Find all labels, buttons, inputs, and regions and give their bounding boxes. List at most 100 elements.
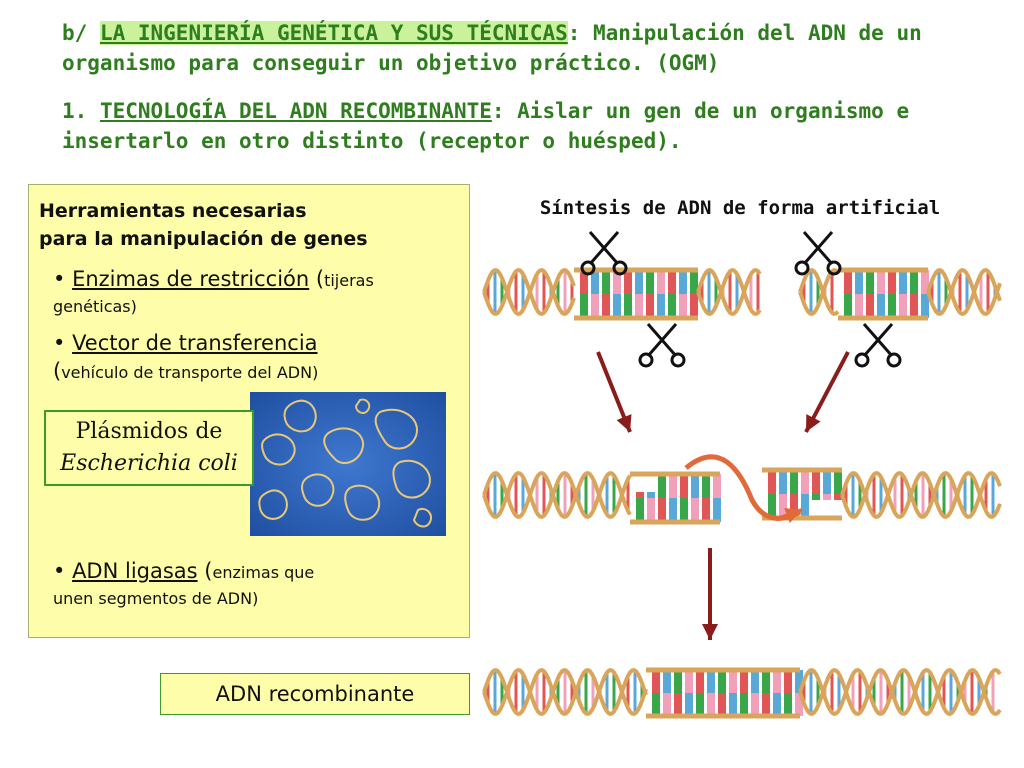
base [888, 294, 896, 318]
scissors-icon [854, 323, 902, 368]
tool-paren: ( [197, 559, 213, 583]
tools-title-line2: para la manipulación de genes [39, 228, 368, 250]
subheading-text: : Aislar un gen de un organismo e insert… [62, 99, 910, 153]
base [784, 670, 792, 693]
vector-dna-segment [838, 267, 929, 321]
backbone [798, 267, 840, 317]
base [613, 270, 621, 294]
base [674, 670, 682, 693]
base [740, 693, 748, 716]
base [866, 270, 874, 294]
base [795, 670, 803, 693]
base [877, 270, 885, 294]
donor-dna-gene [574, 267, 698, 321]
bullet: • [53, 331, 73, 355]
cut-dna-left-helix [482, 470, 632, 520]
scissors-icon [794, 231, 842, 276]
base [790, 470, 798, 494]
tool-name: ADN ligasas [72, 559, 198, 583]
handle [854, 352, 870, 368]
base [823, 494, 831, 500]
base [602, 270, 610, 294]
tool-note: enzimas que [212, 563, 315, 582]
arrow-head [702, 624, 718, 640]
base [669, 498, 677, 522]
base [801, 494, 809, 518]
donor-dna-right-helix [696, 267, 762, 317]
base [591, 294, 599, 318]
plasmid-label-species: Escherichia coli [60, 451, 238, 476]
handle [670, 352, 686, 368]
tool-restriction-enzymes: • Enzimas de restricción (tijeras genéti… [53, 265, 453, 320]
base [729, 693, 737, 716]
tool-paren: ( [309, 267, 325, 291]
base [674, 693, 682, 716]
tool-name: Vector de transferencia [72, 331, 318, 355]
base [591, 270, 599, 294]
base [669, 474, 677, 498]
result-label: ADN recombinante [160, 673, 470, 715]
base [636, 492, 644, 498]
base [740, 670, 748, 693]
base [823, 470, 831, 494]
base [652, 670, 660, 693]
handle [886, 352, 902, 368]
cut-dna-sticky-end [630, 471, 721, 525]
tool-note: unen segmentos de ADN) [53, 589, 259, 608]
arrow-head [784, 507, 802, 523]
handle [612, 260, 628, 276]
backbone [798, 267, 840, 317]
base [646, 294, 654, 318]
arrow-icon [596, 351, 632, 433]
scissors-icon [638, 323, 686, 368]
recombinant-dna-right-helix [798, 667, 1002, 717]
page-subheading: 1. TECNOLOGÍA DEL ADN RECOMBINANTE: Aisl… [62, 96, 962, 156]
base [762, 693, 770, 716]
vector-dna-left-helix [798, 267, 840, 317]
base [663, 670, 671, 693]
base [762, 670, 770, 693]
tool-vector: • Vector de transferencia(vehículo de tr… [53, 329, 453, 386]
arrow-icon [779, 507, 803, 523]
base [855, 270, 863, 294]
base [718, 693, 726, 716]
base [844, 294, 852, 318]
heading-prefix: b/ [62, 21, 100, 45]
base [834, 494, 842, 500]
base [685, 670, 693, 693]
arrow-head [616, 414, 632, 432]
handle [580, 260, 596, 276]
base [580, 294, 588, 318]
subheading-topic: TECNOLOGÍA DEL ADN RECOMBINANTE [99, 99, 492, 123]
backbone [926, 267, 1002, 317]
base [663, 693, 671, 716]
base [899, 294, 907, 318]
arrow-icon [702, 548, 718, 640]
blade [646, 323, 678, 357]
scissors-icon [580, 231, 628, 276]
base [779, 494, 787, 518]
tools-title-line1: Herramientas necesarias [39, 200, 307, 222]
backbone [482, 470, 632, 520]
donor-dna-left-helix [482, 267, 576, 317]
base [834, 470, 842, 494]
base [690, 270, 698, 294]
base [668, 294, 676, 318]
dna-strands [482, 267, 1002, 719]
backbone [926, 267, 1002, 317]
base [773, 693, 781, 716]
arrow-head [806, 414, 821, 432]
base [680, 474, 688, 498]
cut-dna-right-helix [840, 470, 1002, 520]
base [779, 470, 787, 494]
backbone [482, 470, 632, 520]
base [602, 294, 610, 318]
bullet: • [53, 267, 73, 291]
base [773, 670, 781, 693]
tool-paren: ( [53, 359, 62, 383]
base [921, 270, 929, 294]
base [635, 270, 643, 294]
handle [638, 352, 654, 368]
